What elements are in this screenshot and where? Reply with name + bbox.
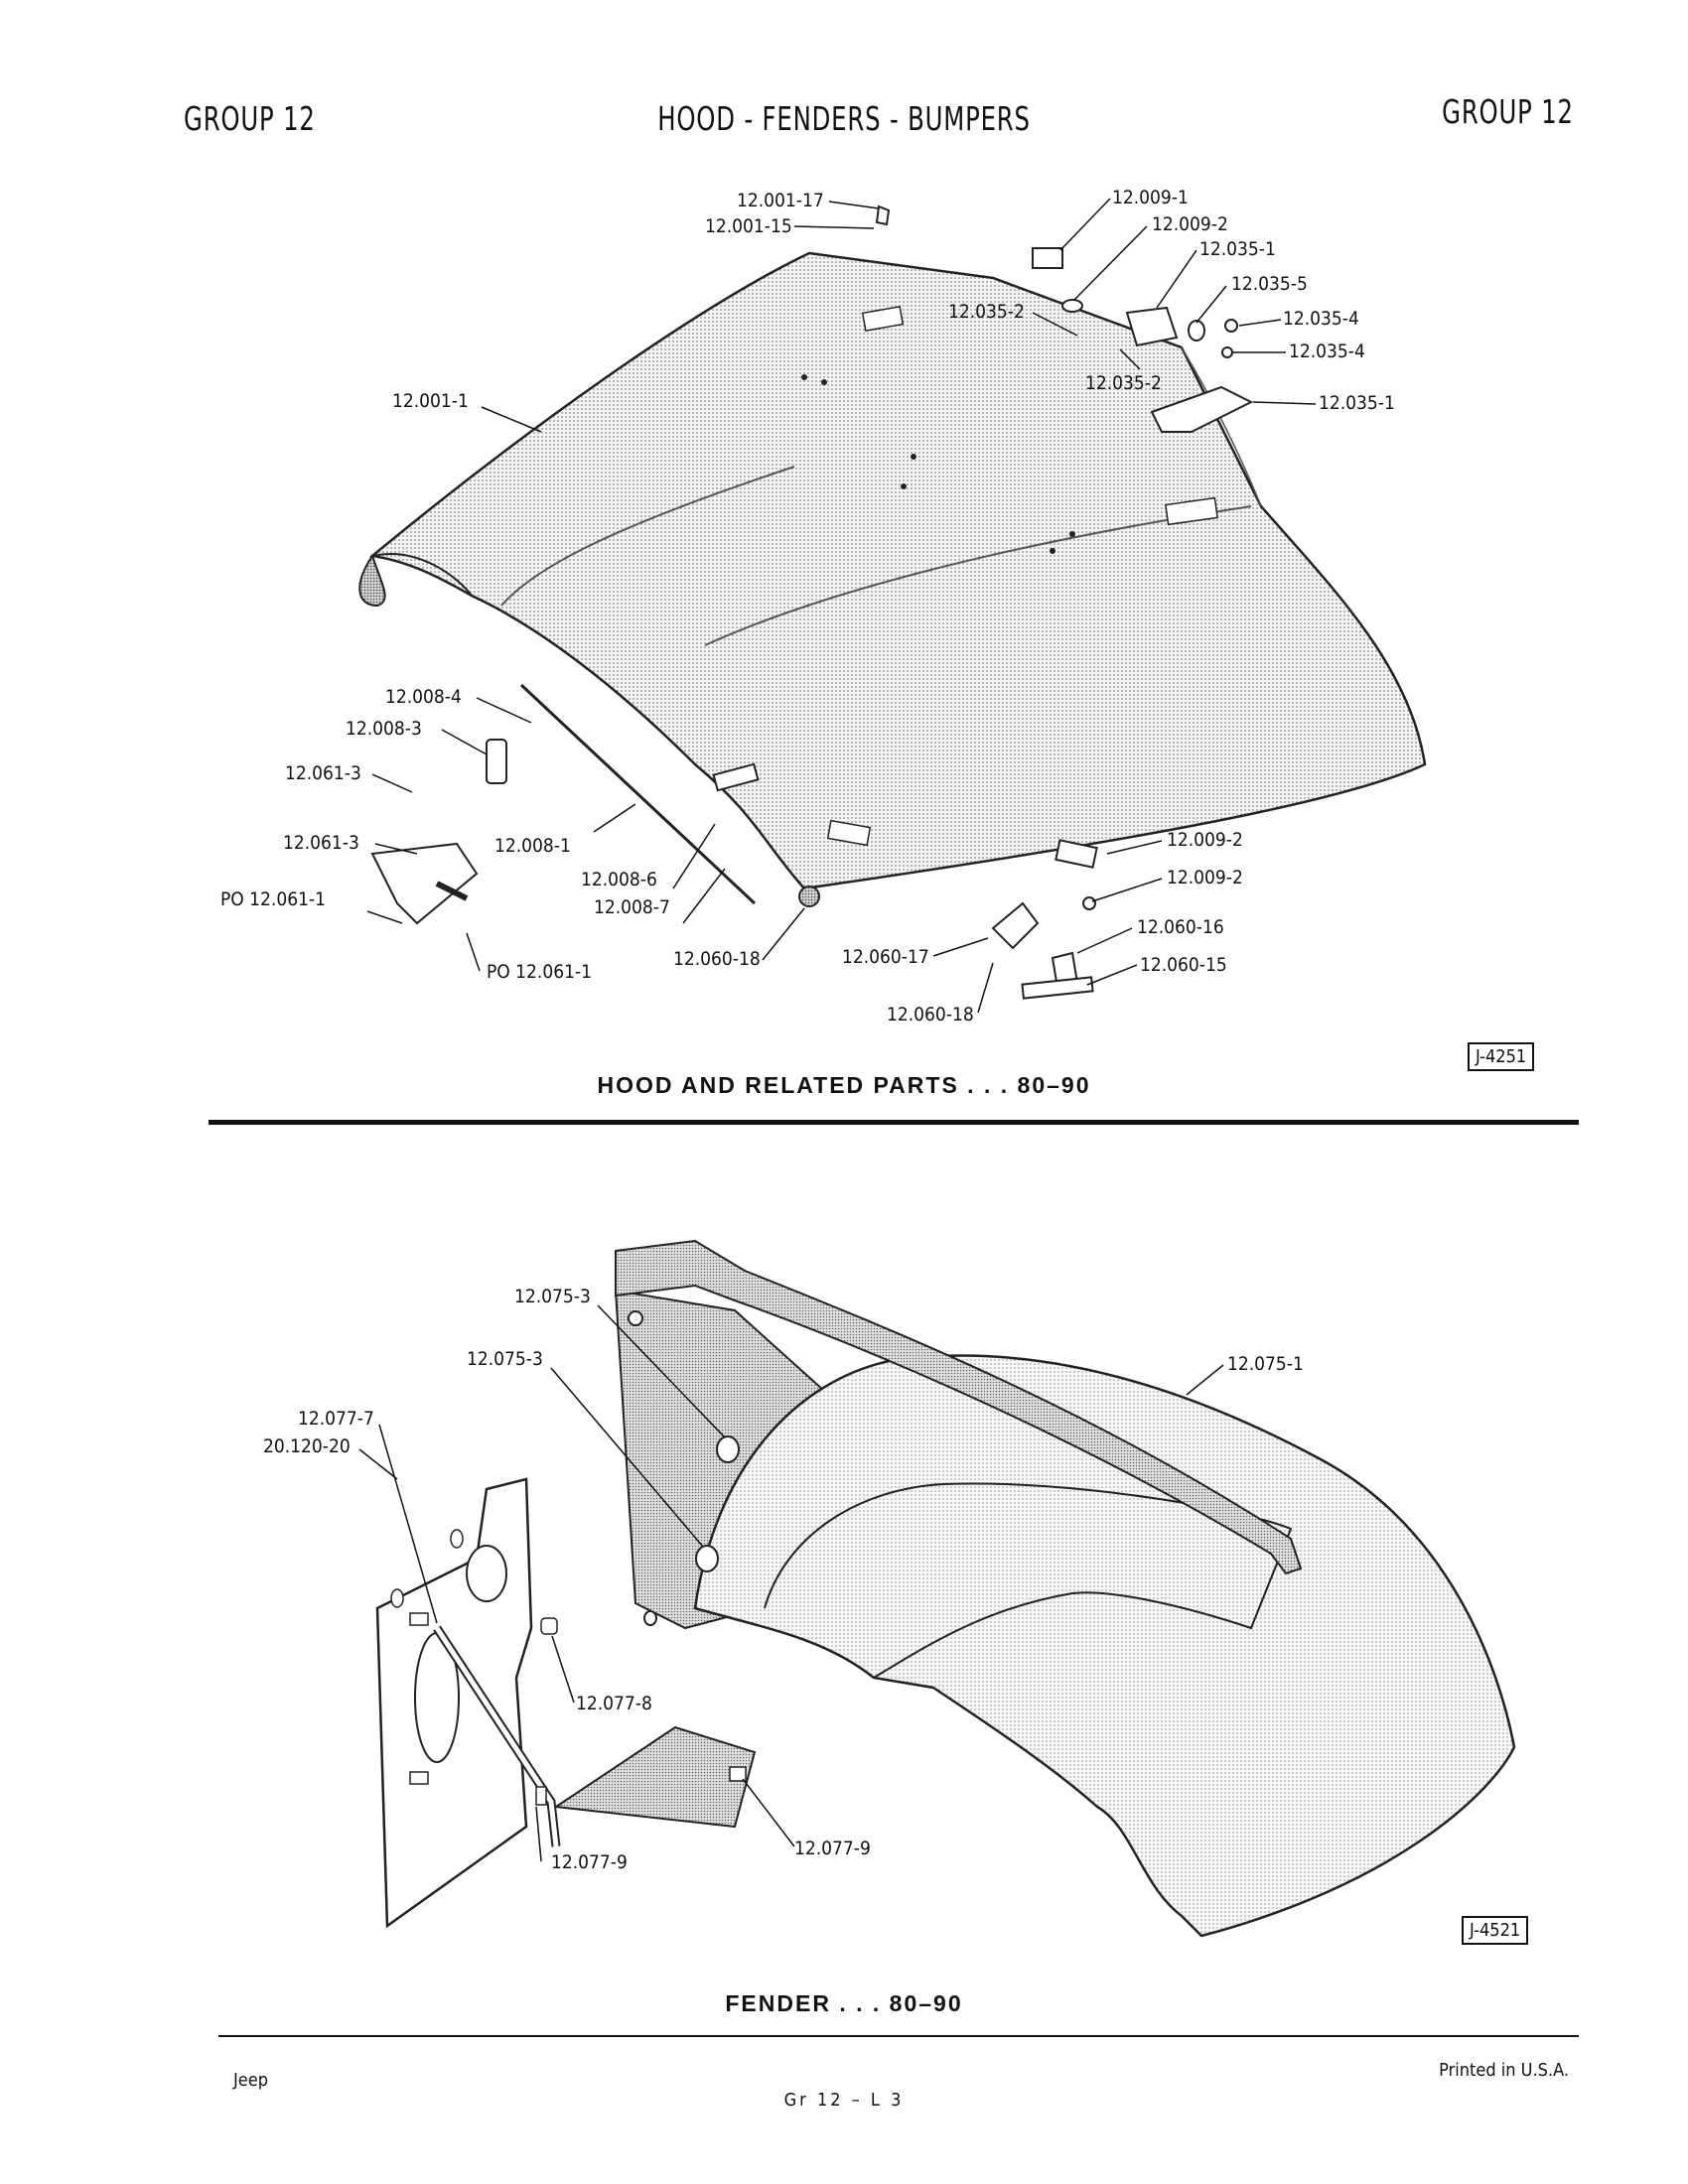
callout-label: 12.075-1 [1227, 1353, 1304, 1375]
hinge-hardware [875, 205, 1254, 433]
callout-label: 12.060-18 [887, 1004, 974, 1025]
fender-parts-diagram: 12.075-3 12.075-3 12.075-1 12.077-7 20.1… [263, 1239, 1516, 1938]
callout-label: 12.075-3 [514, 1286, 591, 1307]
callout-label: 20.120-20 [263, 1435, 351, 1457]
callout-label: 12.077-7 [298, 1408, 374, 1430]
footer-printed: Printed in U.S.A. [1439, 2060, 1569, 2081]
callout-label: 12.060-15 [1140, 954, 1227, 976]
callout-label: 12.035-4 [1283, 308, 1359, 330]
callout-label: PO 12.061-1 [220, 888, 326, 910]
callout-label: 12.008-3 [346, 718, 422, 740]
hood-parts-diagram: 12.001-17 12.001-15 12.009-1 12.009-2 12… [220, 187, 1427, 1025]
callout-label: 12.035-2 [1085, 372, 1162, 394]
footer-divider [218, 2035, 1579, 2037]
fender-part-labels: 12.075-3 12.075-3 12.075-1 12.077-7 20.1… [263, 1286, 1304, 1873]
caption-hood: HOOD AND RELATED PARTS . . . 80–90 [597, 1072, 1091, 1098]
hood-part-labels: 12.001-17 12.001-15 12.009-1 12.009-2 12… [220, 187, 1395, 1025]
figure-ref-hood: J-4251 [1468, 1042, 1535, 1071]
caption-fender: FENDER . . . 80–90 [725, 1990, 963, 2016]
callout-label: 12.001-17 [737, 190, 824, 211]
callout-label: 12.008-1 [494, 835, 571, 857]
callout-label: 12.035-2 [948, 301, 1025, 323]
latch-hardware [370, 683, 1098, 1000]
callout-label: 12.001-15 [705, 215, 792, 237]
callout-label: 12.077-9 [794, 1838, 871, 1859]
callout-label: 12.009-2 [1167, 829, 1243, 851]
callout-label: 12.061-3 [283, 832, 359, 854]
section-divider [209, 1120, 1579, 1125]
callout-label: 12.035-1 [1319, 392, 1395, 414]
hood-panel [358, 251, 1427, 890]
callout-label: 12.061-3 [285, 762, 361, 784]
callout-label: 12.009-2 [1152, 213, 1228, 235]
callout-label: 12.009-1 [1112, 187, 1189, 208]
callout-label: PO 12.061-1 [487, 961, 592, 983]
callout-label: 12.035-5 [1231, 273, 1308, 295]
callout-label: 12.001-1 [392, 390, 469, 412]
callout-label: 12.008-6 [581, 869, 657, 890]
callout-label: 12.008-4 [385, 686, 462, 708]
callout-label: 12.035-1 [1199, 238, 1276, 260]
footer-page-code: Gr 12 – L 3 [783, 2090, 905, 2111]
callout-label: 12.060-18 [673, 948, 761, 970]
footer-brand: Jeep [233, 2070, 268, 2091]
figure-ref-fender: J-4521 [1462, 1916, 1529, 1945]
group-label-left: GROUP 12 [184, 99, 316, 138]
group-label-right: GROUP 12 [1442, 92, 1574, 131]
callout-label: 12.060-17 [842, 946, 929, 968]
callout-label: 12.077-9 [551, 1851, 628, 1873]
callout-label: 12.009-2 [1167, 867, 1243, 888]
page-title: HOOD - FENDERS - BUMPERS [657, 99, 1031, 138]
callout-label: 12.035-4 [1289, 341, 1365, 362]
callout-label: 12.060-16 [1137, 916, 1224, 938]
callout-label: 12.077-8 [576, 1693, 652, 1714]
callout-label: 12.075-3 [467, 1348, 543, 1370]
callout-label: 12.008-7 [594, 896, 670, 918]
fender-top-rail [615, 1239, 1303, 1575]
